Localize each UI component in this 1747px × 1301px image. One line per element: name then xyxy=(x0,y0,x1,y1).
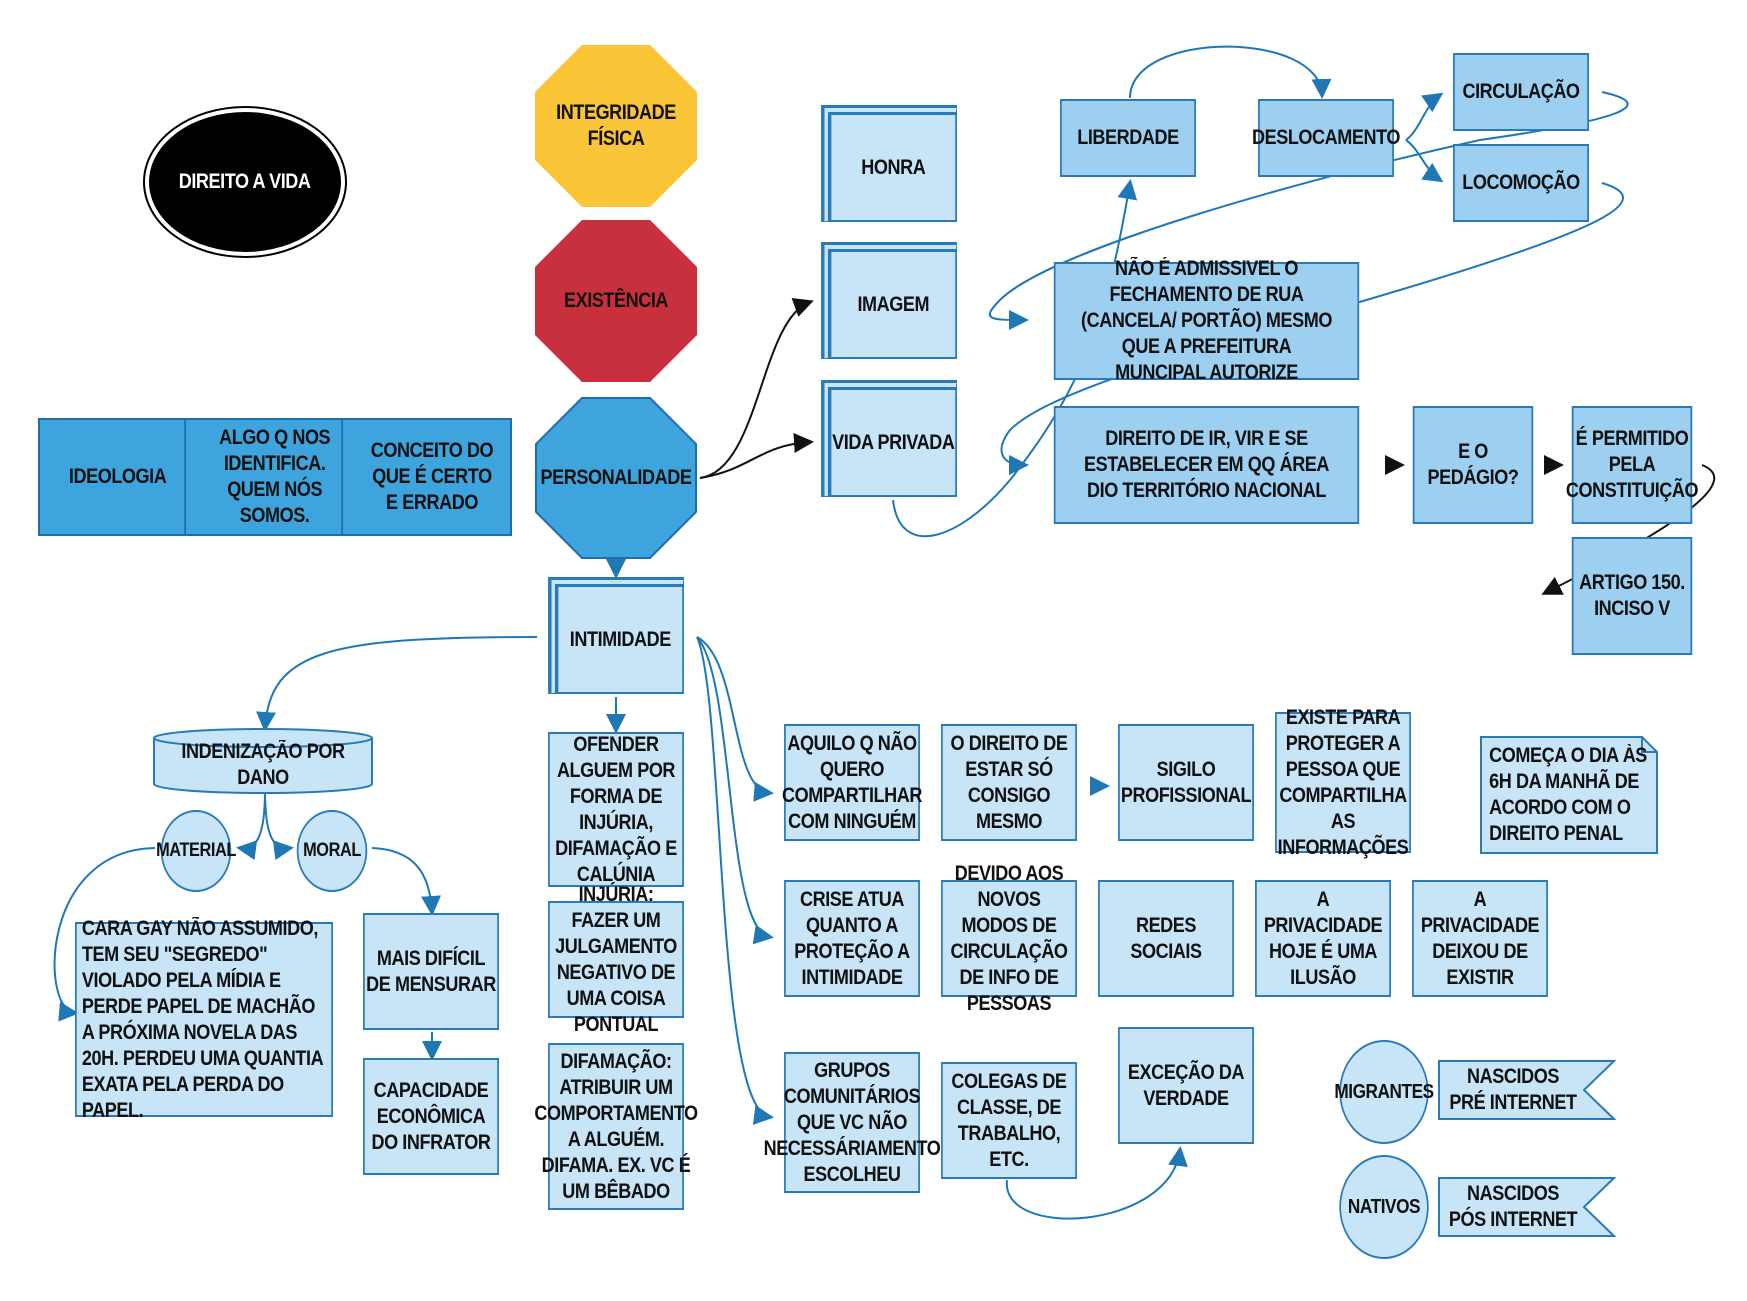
link-intimidade-crise xyxy=(696,636,774,945)
link-personalidade-imagem xyxy=(699,298,814,479)
locomocao-node[interactable]: LOCOMOÇÃO xyxy=(1453,144,1589,222)
link-indenizacao-moral xyxy=(264,789,294,861)
link-circulacao-loop xyxy=(988,91,1629,330)
privacidade-ilusao-node[interactable]: A PRIVACIDADE HOJE É UMA ILUSÃO xyxy=(1255,880,1391,997)
migrantes-node[interactable]: MIGRANTES xyxy=(1334,1040,1434,1144)
link-intimidade-indenizacao xyxy=(256,636,538,732)
link-moral-maisdificil xyxy=(371,847,441,916)
existencia-node[interactable]: EXISTÊNCIA xyxy=(535,220,697,382)
indenizacao-node[interactable]: INDENIZAÇÃO POR DANO xyxy=(153,728,373,794)
deslocamento-node[interactable]: DESLOCAMENTO xyxy=(1252,99,1400,177)
crise-node[interactable]: CRISE ATUA QUANTO A PROTEÇÃO A INTIMIDAD… xyxy=(784,880,920,997)
conceito-node[interactable]: CONCEITO DO QUE É CERTO E ERRADO xyxy=(370,439,494,514)
comeca-node[interactable]: COMEÇA O DIA ÀS 6H DA MANHÃ DE ACORDO CO… xyxy=(1480,736,1658,854)
mais-dificil-node[interactable]: MAIS DIFÍCIL DE MENSURAR xyxy=(363,913,499,1030)
link-deslocamento-locomocao xyxy=(1405,139,1444,183)
note-shape xyxy=(1480,736,1658,854)
link-indenizacao-material xyxy=(236,789,266,861)
octagon-shape xyxy=(535,45,697,207)
banner-shape xyxy=(1438,1060,1616,1120)
honra-node[interactable]: HONRA xyxy=(821,105,957,222)
nascidos-pos-label: NASCIDOS PÓS INTERNET xyxy=(1448,1182,1578,1231)
integridade-node[interactable]: INTEGRIDADE FÍSICA xyxy=(535,45,697,207)
difamacao-node[interactable]: DIFAMAÇÃO: ATRIBUIR UM COMPORTAMENTO A A… xyxy=(534,1043,698,1210)
privacidade-deixou-node[interactable]: A PRIVACIDADE DEIXOU DE EXISTIR xyxy=(1412,880,1548,997)
material-node[interactable]: MATERIAL xyxy=(156,810,236,892)
circulacao-node[interactable]: CIRCULAÇÃO xyxy=(1453,53,1589,131)
cara-gay-node[interactable]: CARA GAY NÃO ASSUMIDO, TEM SEU "SEGREDO"… xyxy=(75,917,333,1122)
direito-ir-node[interactable]: DIREITO DE IR, VIR E SE ESTABELECER EM Q… xyxy=(1053,406,1360,524)
sigilo-node[interactable]: SIGILO PROFISSIONAL xyxy=(1118,724,1254,841)
indenizacao-label: INDENIZAÇÃO POR DANO xyxy=(181,740,345,789)
cylinder-shape xyxy=(153,728,373,794)
injuria-node[interactable]: INJÚRIA: FAZER UM JULGAMENTO NEGATIVO DE… xyxy=(548,883,684,1036)
link-intimidade-aquilo xyxy=(696,636,774,802)
direito-vida-node[interactable]: DIREITO A VIDA xyxy=(145,108,345,256)
aquilo-node[interactable]: AQUILO Q NÃO QUERO COMPARTILHAR COM NING… xyxy=(782,724,922,841)
pedagio-node[interactable]: E O PEDÁGIO? xyxy=(1412,406,1534,524)
octagon-shape xyxy=(535,397,697,559)
link-material-caragay xyxy=(53,847,156,1022)
ofender-node[interactable]: OFENDER ALGUEM POR FORMA DE INJÚRIA, DIF… xyxy=(548,732,684,887)
devido-node[interactable]: DEVIDO AOS NOVOS MODOS DE CIRCULAÇÃO DE … xyxy=(941,862,1077,1015)
comeca-label: COMEÇA O DIA ÀS 6H DA MANHÃ DE ACORDO CO… xyxy=(1489,744,1647,845)
imagem-node[interactable]: IMAGEM xyxy=(821,242,957,359)
permitido-node[interactable]: É PERMITIDO PELA CONSTITUIÇÃO xyxy=(1566,406,1699,524)
personalidade-label: PERSONALIDADE xyxy=(540,466,692,489)
octagon-shape xyxy=(535,220,697,382)
algo-q-nos-node[interactable]: ALGO Q NOS IDENTIFICA. QUEM NÓS SOMOS. xyxy=(208,420,344,534)
capacidade-node[interactable]: CAPACIDADE ECONÔMICA DO INFRATOR xyxy=(363,1058,499,1175)
link-colegas-excecao xyxy=(1005,1146,1188,1220)
integridade-label: INTEGRIDADE FÍSICA xyxy=(556,101,676,150)
nascidos-pos-node[interactable]: NASCIDOS PÓS INTERNET xyxy=(1438,1177,1616,1237)
existencia-label: EXISTÊNCIA xyxy=(563,289,669,312)
vida-privada-node[interactable]: VIDA PRIVADA xyxy=(821,380,957,497)
intimidade-node[interactable]: INTIMIDADE xyxy=(548,577,684,694)
liberdade-node[interactable]: LIBERDADE xyxy=(1060,99,1196,177)
link-personalidade-vidaprivada xyxy=(699,432,814,479)
colegas-node[interactable]: COLEGAS DE CLASSE, DE TRABALHO, ETC. xyxy=(941,1062,1077,1179)
nascidos-pre-label: NASCIDOS PRÉ INTERNET xyxy=(1449,1065,1577,1114)
grupos-node[interactable]: GRUPOS COMUNITÁRIOS QUE VC NÃO NECESSÁRI… xyxy=(764,1052,941,1193)
ideologia-group: IDEOLOGIA ALGO Q NOS IDENTIFICA. QUEM NÓ… xyxy=(38,418,512,536)
banner-shape xyxy=(1438,1177,1616,1237)
ideologia-node[interactable]: IDEOLOGIA xyxy=(51,420,187,534)
existe-node[interactable]: EXISTE PARA PROTEGER A PESSOA QUE COMPAR… xyxy=(1275,706,1411,859)
nascidos-pre-node[interactable]: NASCIDOS PRÉ INTERNET xyxy=(1438,1060,1616,1120)
excecao-node[interactable]: EXCEÇÃO DA VERDADE xyxy=(1118,1027,1254,1144)
direito-vida-label: DIREITO A VIDA xyxy=(179,170,311,193)
link-intimidade-grupos xyxy=(696,636,774,1125)
moral-node[interactable]: MORAL xyxy=(296,810,368,892)
link-liberdade-deslocamento xyxy=(1129,45,1332,99)
direito-estar-node[interactable]: O DIREITO DE ESTAR SÓ CONSIGO MESMO xyxy=(941,724,1077,841)
artigo-node[interactable]: ARTIGO 150. INCISO V xyxy=(1571,537,1693,655)
link-deslocamento-circulacao xyxy=(1405,92,1444,141)
redes-node[interactable]: REDES SOCIAIS xyxy=(1098,880,1234,997)
personalidade-node[interactable]: PERSONALIDADE xyxy=(535,397,697,559)
nativos-node[interactable]: NATIVOS xyxy=(1339,1155,1429,1259)
nao-admissivel-node[interactable]: NÃO É ADMISSIVEL O FECHAMENTO DE RUA (CA… xyxy=(1053,257,1360,384)
